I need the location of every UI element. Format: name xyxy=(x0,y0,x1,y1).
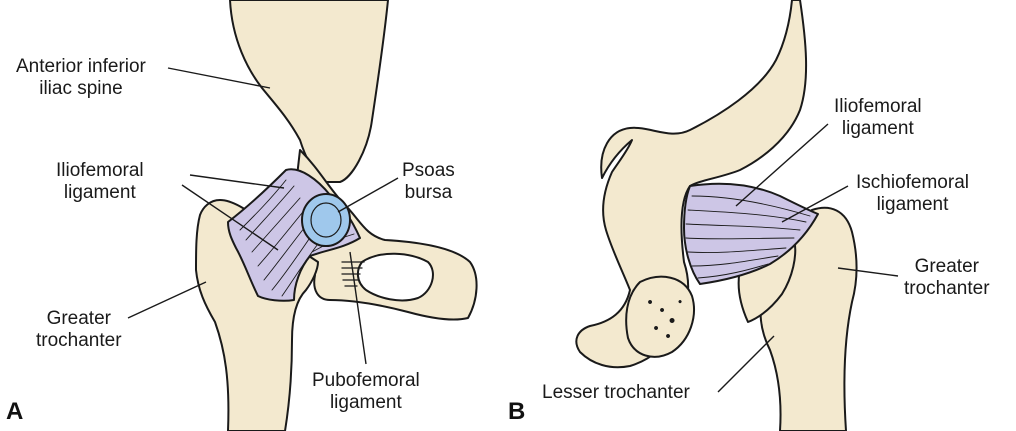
label-a-iliofemoral-ligament: Iliofemoral ligament xyxy=(56,160,144,204)
label-a-aiis-line2: iliac spine xyxy=(39,78,123,99)
label-a-pubofemoral-ligament: Pubofemoral ligament xyxy=(312,370,420,414)
panel-a-drawing xyxy=(195,0,478,431)
label-a-pubo-line2: ligament xyxy=(329,392,402,413)
label-a-greater-trochanter: Greater trochanter xyxy=(36,308,122,352)
panel-a-obturator-foramen xyxy=(356,252,434,302)
panel-b-pelvis xyxy=(575,0,808,369)
label-a-gt-line1: Greater xyxy=(46,308,111,329)
panel-b-ligament-fibres xyxy=(685,195,811,279)
leader-b-ischiofemoral xyxy=(781,185,849,223)
leader-a-greater-trochanter xyxy=(127,281,207,319)
leader-a-pubofemoral xyxy=(349,251,367,365)
leader-b-iliofemoral xyxy=(735,123,829,207)
label-b-gt-line1: Greater xyxy=(914,256,979,277)
label-b-ilio-line2: ligament xyxy=(841,118,914,139)
panel-a-psoas-bursa-inner xyxy=(310,202,342,238)
leader-b-greater-trochanter xyxy=(837,267,899,277)
panel-b-tuberosity-texture xyxy=(648,300,682,338)
label-b-ischio-line2: ligament xyxy=(876,194,949,215)
label-a-pubo-line1: Pubofemoral xyxy=(312,370,420,391)
leader-a-iliofemoral-1 xyxy=(189,174,285,189)
label-b-lesser-trochanter: Lesser trochanter xyxy=(542,382,690,403)
label-a-psoas-bursa: Psoas bursa xyxy=(402,160,455,204)
label-a-psoas-line1: Psoas xyxy=(402,160,455,181)
leader-a-aiis xyxy=(167,67,271,89)
panel-b-ischial-tuberosity xyxy=(625,275,695,358)
label-a-aiis-line1: Anterior inferior xyxy=(16,56,146,77)
panel-letter-b: B xyxy=(508,398,526,425)
panel-letter-a: A xyxy=(6,398,24,425)
panel-b-drawing xyxy=(575,0,858,431)
leader-b-lesser-trochanter xyxy=(717,335,775,393)
label-a-ilio-line2: ligament xyxy=(63,182,136,203)
leader-a-psoas xyxy=(337,177,399,213)
label-b-gt-line2: trochanter xyxy=(904,278,990,299)
label-a-ilio-line1: Iliofemoral xyxy=(56,160,144,181)
label-a-anterior-inferior-iliac-spine: Anterior inferior iliac spine xyxy=(16,56,146,100)
label-b-ischiofemoral-ligament: Ischiofemoral ligament xyxy=(856,172,969,216)
label-b-ilio-line1: Iliofemoral xyxy=(834,96,922,117)
panel-a-ligament-fibres xyxy=(239,179,355,297)
leader-a-iliofemoral-2 xyxy=(181,184,279,251)
label-a-gt-line2: trochanter xyxy=(36,330,122,351)
label-b-iliofemoral-ligament: Iliofemoral ligament xyxy=(834,96,922,140)
panel-a-psoas-bursa xyxy=(301,193,351,247)
label-a-psoas-line2: bursa xyxy=(404,182,453,203)
label-b-ischio-line1: Ischiofemoral xyxy=(856,172,969,193)
label-b-greater-trochanter: Greater trochanter xyxy=(904,256,990,300)
